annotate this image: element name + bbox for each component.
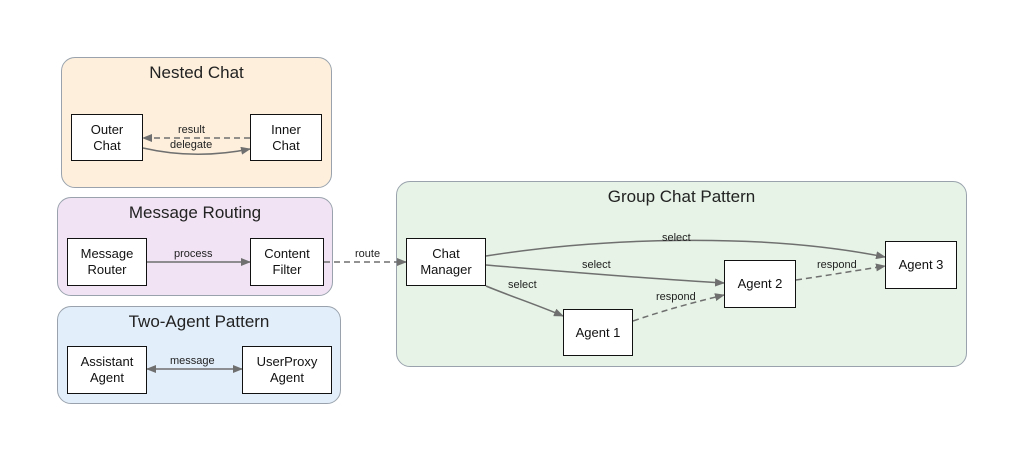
message-routing-title: Message Routing <box>128 203 262 222</box>
agent1-node[interactable]: Agent 1 <box>563 309 633 356</box>
agent2-node[interactable]: Agent 2 <box>724 260 796 308</box>
agent3-node[interactable]: Agent 3 <box>885 241 957 289</box>
content-filter-node[interactable]: Content Filter <box>250 238 324 286</box>
userproxy-agent-node[interactable]: UserProxy Agent <box>242 346 332 394</box>
chat-manager-node[interactable]: Chat Manager <box>406 238 486 286</box>
nested-chat-title: Nested Chat <box>149 63 244 82</box>
group-chat-title: Group Chat Pattern <box>607 187 756 206</box>
assistant-agent-node[interactable]: Assistant Agent <box>67 346 147 394</box>
two-agent-title: Two-Agent Pattern <box>128 312 270 331</box>
outer-chat-node[interactable]: Outer Chat <box>71 114 143 161</box>
inner-chat-node[interactable]: Inner Chat <box>250 114 322 161</box>
edge-label-route: route <box>355 248 380 260</box>
message-router-node[interactable]: Message Router <box>67 238 147 286</box>
